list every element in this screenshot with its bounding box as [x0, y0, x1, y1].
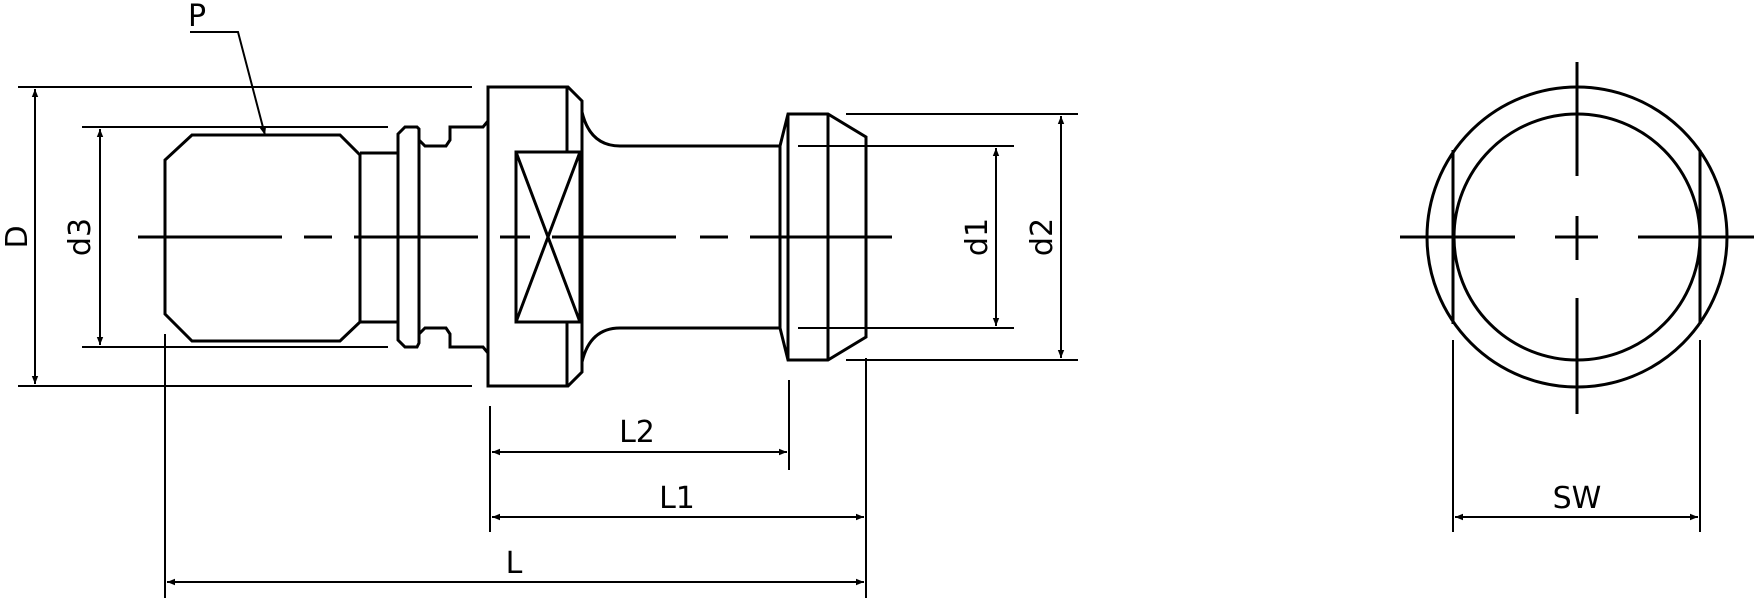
leader-p: [190, 31, 267, 136]
label-length-l1: L1: [659, 481, 695, 516]
end-view-centerlines: [1400, 62, 1754, 414]
label-wrench-size-sw: SW: [1553, 481, 1602, 516]
label-length-l2: L2: [619, 415, 655, 450]
wrench-flat-cross: [514, 151, 582, 323]
label-diameter-d1: d1: [960, 218, 995, 256]
label-diameter-d2: d2: [1025, 218, 1060, 256]
label-diameter-d3: d3: [63, 218, 98, 256]
shank-upper-radius: [580, 101, 780, 148]
thread-section: [163, 133, 362, 343]
extension-lines: [18, 86, 1701, 598]
groove-ring: [396, 125, 421, 349]
side-view: [163, 85, 868, 388]
label-total-length-l: L: [506, 546, 523, 581]
label-thread-p: P: [188, 0, 206, 34]
head: [778, 112, 868, 362]
dimension-lines: [31, 31, 1698, 586]
shank-lower-radius: [580, 326, 780, 372]
label-outer-diameter-d: D: [0, 225, 35, 248]
